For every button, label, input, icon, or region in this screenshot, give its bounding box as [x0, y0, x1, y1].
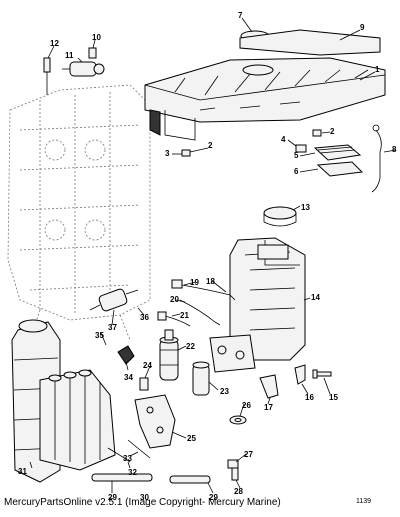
- electric-fuel-pump-22[interactable]: [159, 329, 179, 381]
- filter-element-5[interactable]: [313, 144, 362, 161]
- callout-17[interactable]: 17: [264, 403, 273, 412]
- fuel-hoses[interactable]: [91, 439, 211, 484]
- bracket-17[interactable]: [259, 374, 279, 399]
- callout-36[interactable]: 36: [140, 313, 149, 322]
- fuel-filter-37[interactable]: [89, 288, 139, 312]
- callout-29a[interactable]: 29: [108, 493, 117, 502]
- fitting-27-28[interactable]: [227, 459, 239, 481]
- callout-15[interactable]: 15: [329, 393, 338, 402]
- vapor-separator-tank-14[interactable]: [209, 237, 306, 373]
- callout-7[interactable]: 7: [238, 11, 243, 20]
- callout-12[interactable]: 12: [50, 39, 59, 48]
- callout-33[interactable]: 33: [123, 454, 132, 463]
- callout-20[interactable]: 20: [170, 295, 179, 304]
- callout-26[interactable]: 26: [242, 401, 251, 410]
- leader-lines: [29, 17, 397, 494]
- callout-8[interactable]: 8: [392, 145, 397, 154]
- callout-35[interactable]: 35: [95, 331, 104, 340]
- copyright-caption: MercuryPartsOnline v2.5.1 (Image Copyrig…: [4, 497, 281, 508]
- callout-29b[interactable]: 29: [209, 493, 218, 502]
- callout-27[interactable]: 27: [244, 450, 253, 459]
- grommet-26[interactable]: [229, 415, 247, 425]
- ring-13[interactable]: [263, 206, 297, 227]
- retainer-24[interactable]: [139, 377, 149, 391]
- callout-2a[interactable]: 2: [208, 141, 213, 150]
- callout-11[interactable]: 11: [65, 51, 74, 60]
- callout-labels: 7 9 1 10 11 12 2 2 3 4 5 6 8 13 14 15 16…: [18, 11, 397, 502]
- callout-24[interactable]: 24: [143, 361, 152, 370]
- page-code: 1139: [356, 498, 372, 505]
- callout-13[interactable]: 13: [301, 203, 310, 212]
- mounting-plate-25[interactable]: [134, 394, 176, 449]
- callout-14[interactable]: 14: [311, 293, 320, 302]
- callout-32[interactable]: 32: [128, 468, 137, 477]
- gasket-6[interactable]: [316, 161, 364, 177]
- callout-4[interactable]: 4: [281, 135, 286, 144]
- grommet-parts[interactable]: [181, 129, 322, 157]
- callout-5[interactable]: 5: [294, 151, 299, 160]
- spring-clip-8[interactable]: [371, 124, 382, 193]
- filter-sock-23[interactable]: [192, 361, 210, 396]
- decal-part-9[interactable]: [239, 29, 381, 56]
- bolt-15[interactable]: [312, 369, 332, 379]
- callout-31[interactable]: 31: [18, 467, 27, 476]
- callout-3[interactable]: 3: [165, 149, 170, 158]
- callout-2b[interactable]: 2: [330, 127, 335, 136]
- engine-block-outline: [7, 84, 151, 471]
- callout-16[interactable]: 16: [305, 393, 314, 402]
- callout-6[interactable]: 6: [294, 167, 299, 176]
- fuel-cooler-assembly[interactable]: [11, 319, 135, 483]
- callout-22[interactable]: 22: [186, 342, 195, 351]
- callout-18[interactable]: 18: [206, 277, 215, 286]
- callout-23[interactable]: 23: [220, 387, 229, 396]
- callout-9[interactable]: 9: [360, 23, 365, 32]
- callout-34[interactable]: 34: [124, 373, 133, 382]
- clip-16[interactable]: [294, 364, 306, 385]
- callout-30[interactable]: 30: [140, 493, 149, 502]
- sensor-assembly[interactable]: [43, 47, 105, 95]
- callout-25[interactable]: 25: [187, 434, 196, 443]
- callout-37[interactable]: 37: [108, 323, 117, 332]
- flame-arrestor-cover[interactable]: [144, 57, 386, 141]
- callout-21[interactable]: 21: [180, 311, 189, 320]
- callout-1[interactable]: 1: [375, 65, 380, 74]
- callout-19[interactable]: 19: [190, 278, 199, 287]
- callout-28[interactable]: 28: [234, 487, 243, 496]
- callout-10[interactable]: 10: [92, 33, 101, 42]
